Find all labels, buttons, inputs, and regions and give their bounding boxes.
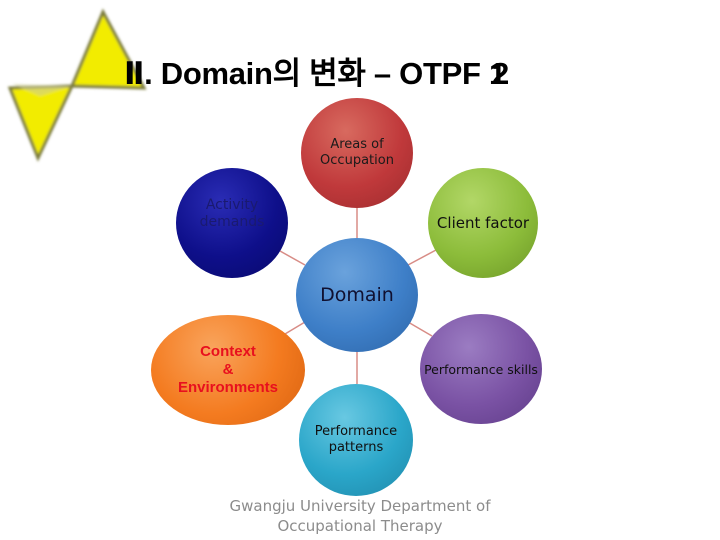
title-text: . Domain의 변화 – OTPF xyxy=(144,56,481,91)
title-num-a: 1 xyxy=(488,56,506,91)
domain-label: Domain xyxy=(320,284,394,306)
title-numeral: Ⅱ xyxy=(124,56,145,91)
title-num-b: 2 xyxy=(491,56,509,91)
activity-line-2: demands xyxy=(199,214,265,230)
node-context-environments: Context&Environments xyxy=(151,315,305,425)
footer-line-2: Occupational Therapy xyxy=(277,517,443,535)
logo-left-flap xyxy=(12,84,72,96)
areas-line-2: Occupation xyxy=(320,153,394,168)
patterns-line-2: patterns xyxy=(328,440,384,455)
connector-client xyxy=(407,249,437,266)
client-line-1: Client factor xyxy=(436,214,530,232)
connector-context xyxy=(284,321,306,335)
node-performance-skills: Performance skills xyxy=(420,314,542,424)
areas-line-1: Areas of xyxy=(330,137,384,152)
context-line-2: & xyxy=(222,361,234,378)
connector-activity xyxy=(279,250,306,266)
context-line-1: Context xyxy=(200,343,256,360)
node-client-factor: Client factor xyxy=(428,168,538,278)
patterns-line-1: Performance xyxy=(314,424,398,439)
skills-line-1: Performance skills xyxy=(424,361,538,377)
connector-skills xyxy=(407,321,433,337)
node-domain-center: Domain xyxy=(296,238,418,352)
context-line-3: Environments xyxy=(177,379,279,396)
logo-upper-triangle xyxy=(69,8,147,90)
footer-line-1: Gwangju University Department of xyxy=(229,497,491,515)
activity-line-1: Activity xyxy=(205,197,259,213)
footer-credit: Gwangju University Department of Occupat… xyxy=(210,496,510,536)
bowtie-logo xyxy=(7,8,147,162)
